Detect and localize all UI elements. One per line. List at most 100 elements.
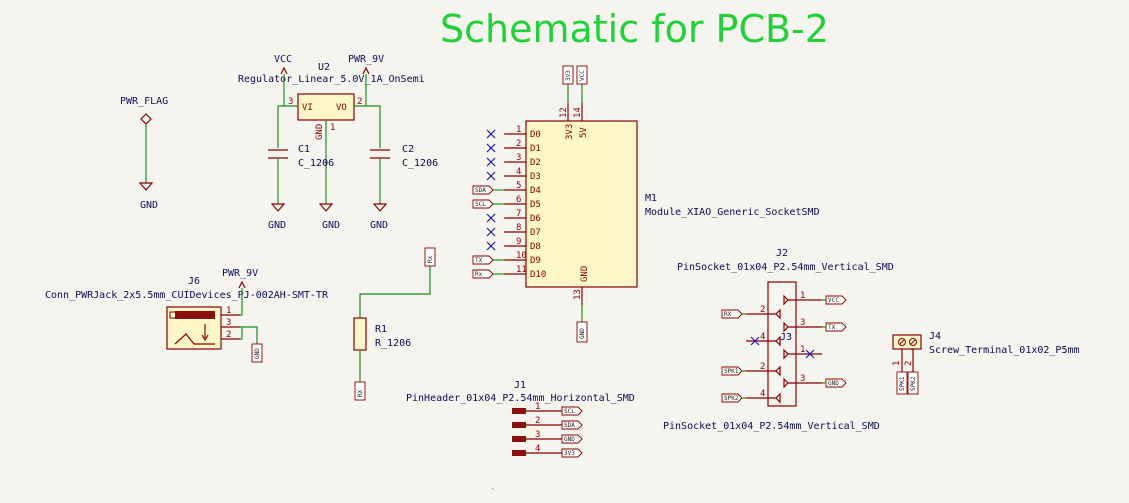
m1-pin-name: D8 (530, 242, 541, 252)
gnd-label: GND (140, 200, 158, 211)
m1-pin-name: D1 (530, 144, 541, 154)
j1-pin-num: 3 (535, 430, 540, 440)
svg-text:R_1206: R_1206 (375, 338, 411, 349)
svg-text:RX: RX (357, 389, 364, 397)
u2-regulator[interactable]: VCC PWR_9V U2 Regulator_Linear_5.0V_1A_O… (238, 54, 438, 231)
m1-pin-name: D7 (530, 228, 541, 238)
svg-text:2: 2 (226, 330, 231, 340)
j1-pad (512, 436, 526, 442)
svg-text:C2: C2 (402, 144, 414, 155)
socket-pin-num: 4 (760, 389, 765, 399)
svg-text:R1: R1 (375, 324, 387, 335)
u2-value: Regulator_Linear_5.0V_1A_OnSemi (238, 74, 425, 85)
svg-text:Rx: Rx (427, 255, 434, 263)
svg-text:SPK2: SPK2 (910, 376, 917, 391)
svg-text:·: · (490, 485, 495, 495)
pwr-flag-symbol[interactable]: PWR_FLAG GND (120, 96, 168, 211)
sheet-title: Schematic for PCB-2 (440, 7, 829, 51)
socket-pin-num: 4 (760, 332, 765, 342)
j1-pad (512, 422, 526, 428)
svg-text:14: 14 (573, 107, 583, 118)
svg-text:C_1206: C_1206 (402, 158, 438, 169)
pwr-flag-label: PWR_FLAG (120, 96, 168, 107)
svg-text:GND: GND (579, 328, 586, 339)
net-label: Rx (475, 271, 483, 278)
svg-text:GND: GND (370, 220, 388, 231)
j4-screw-terminal[interactable]: J4 Screw_Terminal_01x02_P5mm 1 2 SPK1 SP… (892, 331, 1080, 395)
net-label: TX (828, 324, 836, 331)
svg-text:5V: 5V (579, 127, 589, 138)
pwr9v-arrow (362, 66, 370, 75)
svg-text:GND: GND (322, 220, 340, 231)
svg-text:VO: VO (336, 103, 347, 113)
j1-pin-num: 2 (535, 416, 540, 426)
m1-pin-name: D2 (530, 158, 541, 168)
j2-value: PinSocket_01x04_P2.54mm_Vertical_SMD (677, 262, 894, 273)
u2-body (297, 93, 355, 121)
j6-power-jack[interactable]: J6 Conn_PWRJack_2x5.5mm_CUIDevices_PJ-00… (45, 268, 329, 363)
m1-pin-num: 5 (516, 181, 521, 191)
m1-body (525, 120, 638, 288)
net-label: GND (564, 436, 575, 443)
m1-pin-num: 7 (516, 209, 521, 219)
m1-ref: M1 (645, 193, 657, 204)
j1-pin-num: 4 (535, 444, 540, 454)
pwr-flag-diamond (140, 113, 152, 125)
m1-pin-name: D3 (530, 172, 541, 182)
vcc-label: VCC (274, 54, 292, 65)
j1-pad (512, 450, 526, 456)
u2-ref: U2 (318, 62, 330, 73)
net-label: TX (475, 257, 483, 264)
vcc-arrow (280, 66, 288, 75)
r1-body (353, 317, 367, 351)
net-label: GND (828, 380, 839, 387)
j3-value: PinSocket_01x04_P2.54mm_Vertical_SMD (663, 421, 880, 432)
svg-text:VCC: VCC (579, 70, 586, 81)
net-label: SCL (475, 201, 486, 208)
svg-text:2: 2 (357, 97, 362, 107)
svg-text:1: 1 (892, 361, 902, 366)
m1-pin-name: D5 (530, 200, 541, 210)
j1-pin-header[interactable]: J1 PinHeader_01x04_P2.54mm_Horizontal_SM… (406, 380, 635, 458)
svg-text:3: 3 (288, 97, 293, 107)
m1-pin-num: 3 (516, 153, 521, 163)
svg-text:J4: J4 (929, 331, 941, 342)
svg-text:GND: GND (315, 124, 325, 140)
m1-pin-num: 2 (516, 139, 521, 149)
svg-text:2: 2 (904, 361, 914, 366)
net-label: RX (724, 311, 732, 318)
svg-text:1: 1 (226, 306, 231, 316)
net-label: SPK1 (724, 368, 739, 375)
r1-resistor[interactable]: Rx R1 R_1206 RX (353, 247, 436, 401)
socket-pin-num: 3 (800, 374, 805, 384)
net-label: SCL (564, 408, 575, 415)
net-label: SDA (475, 187, 486, 194)
m1-pin-name: D6 (530, 214, 541, 224)
svg-text:12: 12 (559, 107, 569, 118)
m1-pin-num: 11 (516, 265, 527, 275)
svg-text:PWR_9V: PWR_9V (222, 268, 258, 279)
net-label: VCC (828, 297, 839, 304)
m1-pin-name: D10 (530, 270, 546, 280)
j1-pin-num: 1 (535, 402, 540, 412)
m1-pin-num: 6 (516, 195, 521, 205)
m1-value: Module_XIAO_Generic_SocketSMD (645, 207, 820, 218)
socket-pin-num: 1 (800, 291, 805, 301)
svg-text:SPK1: SPK1 (899, 376, 906, 391)
svg-text:J1: J1 (514, 380, 526, 391)
svg-text:3V3: 3V3 (565, 70, 572, 81)
svg-text:VI: VI (302, 103, 313, 113)
gnd-symbol (138, 182, 154, 191)
m1-pin-name: D0 (530, 130, 541, 140)
svg-text:3V3: 3V3 (565, 124, 575, 140)
net-label: SDA (564, 422, 575, 429)
m1-xiao-module[interactable]: M1 Module_XIAO_Generic_SocketSMD 3V3 5V … (472, 65, 820, 343)
pwr9v-label: PWR_9V (348, 54, 384, 65)
j2-j3-pin-sockets[interactable]: J2 PinSocket_01x04_P2.54mm_Vertical_SMD … (663, 248, 894, 432)
svg-text:GND: GND (268, 220, 286, 231)
m1-pin-num: 9 (516, 237, 521, 247)
m1-pin-num: 10 (516, 251, 527, 261)
m1-pin-num: 8 (516, 223, 521, 233)
